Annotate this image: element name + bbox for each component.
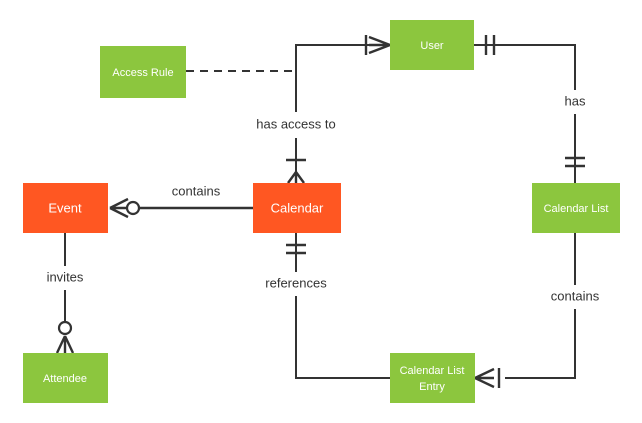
entity-user-box[interactable] (390, 20, 474, 70)
entity-calendar-list-entry-box[interactable] (390, 353, 475, 403)
crowsfoot-user-left (368, 35, 391, 55)
cardinality-calendar-list-top-one (565, 156, 585, 168)
relationship-label-contains-list-entry: contains (551, 288, 600, 303)
entity-user[interactable]: User (390, 20, 474, 70)
entity-calendar-list-entry[interactable]: Calendar List Entry (390, 353, 475, 403)
entity-event[interactable]: Event (23, 183, 108, 233)
crowsfoot-calendar-top (287, 171, 305, 184)
crowsfoot-event-right (109, 197, 129, 219)
cardinality-attendee-top-zero-or-many (55, 320, 75, 354)
entity-attendee-box[interactable] (23, 353, 108, 403)
entity-attendee-label: Attendee (43, 373, 87, 385)
zero-circle-attendee-top (57, 320, 73, 336)
relationship-label-has-access-to: has access to (256, 116, 336, 131)
entity-access-rule-box[interactable] (100, 46, 186, 98)
relationship-label-references: references (265, 275, 327, 290)
relationship-label-has: has (565, 93, 586, 108)
relationship-label-contains-event-calendar: contains (172, 183, 221, 198)
edge-user-has-access-to-calendar (295, 44, 390, 172)
entity-user-label: User (420, 40, 444, 52)
edge-calendar-references-entry (295, 233, 390, 379)
cardinality-user-left-many (364, 35, 391, 55)
cardinality-user-right-one-and-only-one (484, 35, 496, 55)
entity-calendar-list[interactable]: Calendar List (532, 183, 620, 233)
cardinality-event-right-zero-or-many (109, 197, 141, 219)
entity-calendar-list-entry-label-line2: Entry (419, 381, 445, 393)
crowsfoot-attendee-top (55, 335, 75, 354)
entity-calendar-list-entry-label-line1: Calendar List (400, 365, 465, 377)
entity-calendar-label: Calendar (271, 200, 324, 215)
entity-access-rule-label: Access Rule (112, 67, 173, 79)
cardinality-calendar-top-many (286, 158, 306, 184)
edge-path-user-right (474, 44, 576, 90)
edge-user-has-calendar-list (474, 44, 576, 183)
entity-calendar[interactable]: Calendar (253, 183, 341, 233)
edge-calendar-list-contains-entry (505, 233, 576, 379)
cardinality-calendar-bottom-one (286, 243, 306, 255)
edge-path-cl-to-entry (505, 309, 576, 379)
entity-access-rule[interactable]: Access Rule (100, 46, 186, 98)
relationship-label-invites: invites (47, 269, 84, 284)
edge-path-to-entry-left (295, 296, 390, 379)
entity-calendar-list-label: Calendar List (544, 203, 609, 215)
zero-circle-event-right (125, 200, 141, 216)
entity-event-box[interactable] (23, 183, 108, 233)
entity-attendee[interactable]: Attendee (23, 353, 108, 403)
entity-event-label: Event (48, 200, 82, 215)
entity-calendar-box[interactable] (253, 183, 341, 233)
cardinality-entry-right-many-one (474, 367, 501, 389)
entity-calendar-list-box[interactable] (532, 183, 620, 233)
crowsfoot-entry-right (474, 367, 495, 389)
edge-path-user-to-label (295, 44, 390, 112)
